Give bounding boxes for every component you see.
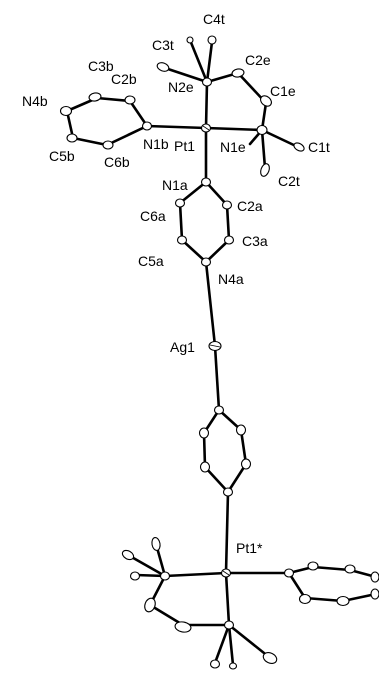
atom-c-tbu-3 — [129, 571, 141, 581]
atom-c2b — [124, 95, 136, 105]
atom-c3t — [156, 62, 170, 72]
atom-c-py-r3 — [370, 571, 379, 583]
atom-c-tbu-5 — [262, 652, 278, 664]
label-c2e: C2e — [245, 52, 271, 68]
atom-c2e — [231, 68, 245, 78]
atom-n-lower-bottom — [223, 620, 235, 630]
atom-c3a — [223, 235, 235, 245]
label-n2e: N2e — [168, 79, 194, 95]
label-pt1-star: Pt1* — [236, 540, 263, 556]
atom-c1e — [260, 95, 272, 107]
label-c6a: C6a — [140, 208, 166, 224]
atom-pt1 — [200, 123, 212, 133]
label-c3a: C3a — [242, 233, 268, 249]
atoms — [59, 35, 379, 670]
atom-labels: C4t C3t C2e N2e C3b C2b C1e N4b N1b Pt1 … — [22, 11, 330, 556]
atom-c-py-r5 — [336, 595, 350, 607]
atom-c-lower-4 — [240, 458, 252, 470]
atom-c4t — [207, 35, 217, 45]
label-n1b: N1b — [143, 136, 169, 152]
atom-pt1-star — [220, 568, 232, 578]
atom-c-py-r4 — [298, 593, 312, 605]
label-c2t: C2t — [278, 173, 300, 189]
atom-n2e — [201, 77, 213, 87]
atom-c6a — [174, 198, 186, 208]
atom-c1t — [293, 142, 305, 152]
label-c2a: C2a — [237, 198, 263, 214]
atom-n1b — [141, 121, 153, 131]
label-c5b: C5b — [49, 148, 75, 164]
atom-c3b — [88, 92, 102, 102]
atom-n-lower — [213, 405, 225, 415]
label-n1e: N1e — [220, 139, 246, 155]
atom-c-tbu-2 — [151, 537, 161, 551]
label-c5a: C5a — [138, 253, 164, 269]
label-c1t: C1t — [308, 139, 330, 155]
atom-n1a — [200, 177, 212, 187]
atom-n-lower-right — [283, 568, 295, 578]
atom-c-lower-3 — [199, 461, 211, 473]
atom-n1e — [256, 124, 268, 136]
atom-c-py-r1 — [307, 561, 319, 571]
atom-c-tbu-1 — [121, 549, 135, 561]
atom-c5a — [176, 235, 188, 245]
atom-c6b — [102, 140, 114, 150]
atom-n-lower-2 — [222, 487, 234, 497]
label-c3t: C3t — [152, 37, 174, 53]
atom-c-py-r2 — [344, 564, 356, 574]
label-c6b: C6b — [104, 154, 130, 170]
atom-c5b — [66, 133, 78, 143]
label-n1a: N1a — [162, 177, 188, 193]
atom-c-eth-2 — [174, 621, 192, 633]
label-n4a: N4a — [218, 271, 244, 287]
label-pt1: Pt1 — [174, 138, 195, 154]
atom-n4a — [200, 257, 212, 267]
label-c1e: C1e — [270, 83, 296, 99]
atom-c-py-r6 — [370, 588, 379, 600]
atom-c2t — [260, 163, 270, 177]
label-c3b: C3b — [88, 58, 114, 74]
label-c2b: C2b — [111, 71, 137, 87]
atom-n-lower-left — [159, 571, 171, 581]
label-c4t: C4t — [203, 11, 225, 27]
atom-c-lower-2 — [235, 424, 247, 436]
atom-c2a — [221, 200, 233, 210]
label-n4b: N4b — [22, 93, 48, 109]
atom-c-tbu-4 — [209, 659, 221, 669]
atom-c-eth-1 — [144, 597, 156, 613]
atom-c4t-2 — [186, 36, 194, 44]
atom-n4b — [59, 105, 73, 117]
atom-c-lower-1 — [198, 427, 210, 439]
label-ag1: Ag1 — [170, 339, 195, 355]
atom-c-tbu-6 — [228, 662, 238, 670]
atom-ag1 — [208, 340, 222, 352]
